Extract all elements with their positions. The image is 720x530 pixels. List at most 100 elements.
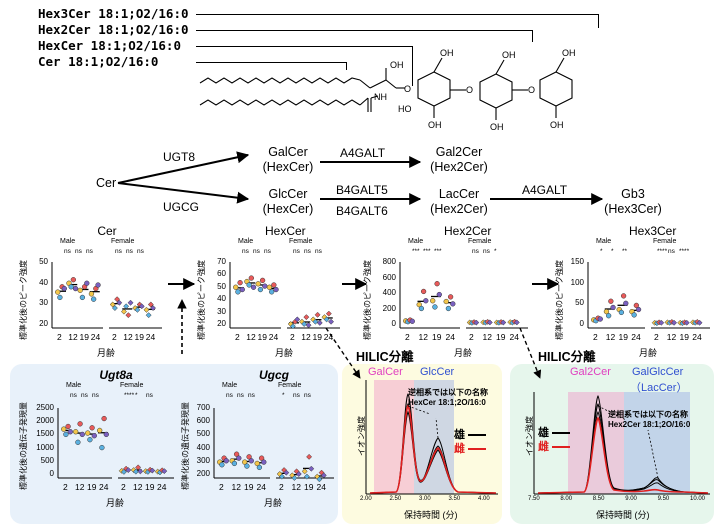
- plot-female-sig-ugcg-2: ns: [304, 392, 311, 399]
- plot-point-ugt8a-female-0-3: [125, 467, 132, 473]
- node-gb3-label: Gb3: [621, 187, 645, 201]
- plot-point-ugcg-female-3-3: [320, 472, 327, 479]
- plot-point-ugt8a-male-0-0: [61, 426, 67, 432]
- plot-point-ugcg-male-1-2: [233, 451, 240, 457]
- plot-point-cer-female-2-3: [138, 303, 145, 310]
- plot-point-hexcer-male-0-2: [237, 280, 243, 286]
- pathway-arrows: [117, 151, 604, 205]
- plot-point-hex3cer-male-2-3: [623, 300, 629, 306]
- plot-point-ugt8a-female-3-3: [161, 468, 168, 475]
- chrom2-note-line1: 逆相系では以下の名称: [608, 410, 688, 419]
- plot-point-ugt8a-male-0-2: [65, 423, 71, 430]
- chrom1-xtick-0: 2.00: [360, 496, 372, 502]
- plot-ytick-ugcg-1: 600: [196, 416, 210, 426]
- plot-point-ugcg-male-3-2: [258, 455, 265, 461]
- plot-ytick-ugcg-3: 400: [196, 442, 210, 452]
- plot-xtick-cer-1-1: 12: [123, 332, 133, 342]
- plot-point-cer-male-0-3: [61, 285, 67, 292]
- plot-point-hexcer-female-0-1: [289, 323, 296, 330]
- structure-oh-label-3: OH: [502, 50, 516, 60]
- gene-expression-panel: [10, 364, 338, 524]
- chrom2-legend-male-line: [552, 432, 571, 435]
- plot-xlabel-cer: 月齢: [97, 348, 116, 358]
- plot-point-hex3cer-male-2-1: [618, 309, 625, 316]
- plot-male-sig-hex3cer-2: **: [622, 248, 628, 255]
- enzyme-ugt8: UGT8: [163, 150, 196, 164]
- plot-title-hex3cer: Hex3Cer: [629, 224, 677, 238]
- plot-xtick-hex2cer-0-2: 19: [432, 332, 442, 342]
- plot-point-hexcer-male-3-3: [273, 286, 279, 293]
- chrom1-xtick-1: 2.50: [389, 496, 402, 502]
- chrom2-xlabel: 保持時間 (分): [596, 510, 650, 520]
- plot-point-ugcg-female-3-1: [316, 476, 323, 483]
- plot-ytick-hexcer-1: 60: [217, 269, 226, 279]
- plot-female-sig-ugcg-0: *: [282, 392, 285, 399]
- chrom1-legend-male-label: 雄: [454, 429, 465, 441]
- chrom2-xtick-0: 7.50: [528, 496, 540, 502]
- plot-point-cer-female-0-1: [111, 305, 118, 312]
- enzyme-ugcg: UGCG: [163, 200, 199, 214]
- plot-female-sig-ugt8a-2: ns: [146, 392, 153, 399]
- plot-point-ugt8a-male-0-3: [67, 429, 73, 435]
- plot-male-label-ugcg: Male: [222, 382, 238, 389]
- plot-xtick-ugt8a-1-1: 12: [133, 482, 143, 492]
- plot-point-hex3cer-female-3-3: [696, 319, 703, 326]
- glycosphingolipid-structure: OH NH O O O OH OH OH HO OH OH OH: [199, 48, 576, 132]
- plot-svg-hex3cer: [587, 262, 710, 329]
- node-gb3: Gb3 (Hex3Cer): [600, 187, 666, 217]
- plot-point-cer-male-3-3: [95, 282, 101, 288]
- plot-male-label-hexcer: Male: [238, 238, 254, 245]
- plot-point-ugt8a-female-1-1: [132, 468, 139, 475]
- plot-point-hex3cer-male-1-1: [606, 313, 612, 319]
- plot-xtick-hex3cer-0-1: 12: [605, 332, 616, 342]
- plot-male-sig-hexcer-2: ns: [264, 248, 271, 255]
- plot-ytick-hexcer-4: 30: [217, 306, 226, 316]
- plot-point-ugcg-male-2-2: [246, 454, 252, 460]
- plot-point-cer-female-1-1: [123, 303, 130, 310]
- plot-male-sig-hexcer-0: ns: [242, 248, 249, 255]
- plot-male-sig-hex2cer-0: ***: [412, 248, 420, 255]
- plot-xtick-hex2cer-1-1: 12: [482, 332, 492, 342]
- plot-xtick-cer-0-0: 2: [57, 332, 62, 342]
- plot-xtick-ugcg-0-1: 12: [231, 482, 241, 492]
- plot-svg-ugcg: [213, 408, 334, 483]
- plot-point-cer-male-2-0: [77, 287, 83, 293]
- chrom1-galcer-band: [374, 380, 414, 494]
- chrom2-xtick-4: 9.50: [657, 496, 670, 502]
- chrom2-galglccer-band: [624, 392, 690, 494]
- plot-point-ugt8a-female-1-3: [137, 468, 144, 475]
- structure-oh-label-6: OH: [490, 122, 504, 132]
- plot-female-sig-ugcg-1: ns: [293, 392, 300, 399]
- plot-xtick-hex3cer-1-1: 12: [666, 332, 677, 342]
- chromatogram-2: Gal2Cer GalGlcCer （LacCer） イオン強度 雄 雌 逆相系…: [510, 364, 714, 524]
- plot-xtick-cer-1-2: 19: [134, 332, 144, 342]
- structure-oh-label-7: OH: [550, 120, 564, 130]
- plot-xtick-hex3cer-1-3: 24: [692, 332, 702, 342]
- plot-title-hexcer: HexCer: [265, 224, 306, 238]
- plot-xtick-ugcg-0-2: 19: [244, 482, 254, 492]
- plot-point-hexcer-female-3-1: [323, 316, 330, 323]
- plot-point-ugt8a-male-3-2: [101, 415, 107, 422]
- plot-xtick-hex3cer-1-0: 2: [654, 332, 659, 342]
- plot-point-cer-female-0-3: [116, 299, 123, 306]
- plot-male-sig-hex3cer-0: *: [600, 248, 603, 255]
- plot-point-ugcg-male-0-1: [219, 462, 225, 468]
- plot-female-label-hex2cer: Female: [468, 238, 492, 245]
- chrom1-note-line1: 逆相系では以下の名称: [408, 388, 488, 397]
- plot-xtick-cer-1-0: 2: [112, 332, 117, 342]
- structure-oh-label-4: OH: [562, 48, 576, 58]
- plot-point-hex2cer-male-3-3: [450, 301, 456, 307]
- plot-xtick-cer-0-1: 12: [68, 332, 78, 342]
- plot-point-hex3cer-male-3-2: [633, 302, 639, 309]
- lipid-label-hex3cer: Hex3Cer 18:1;O2/16:0: [38, 6, 189, 21]
- plot-ytick-cer-3: 20: [39, 319, 48, 328]
- plot-point-ugcg-male-2-1: [244, 463, 250, 469]
- plot-xtick-hexcer-1-2: 19: [312, 332, 322, 342]
- structure-ho-label: HO: [398, 104, 412, 114]
- chrom2-peak-laccer: （LacCer）: [630, 382, 688, 394]
- node-gal2cer-sub: (Hex2Cer): [430, 160, 488, 174]
- plot-point-hexcer-female-0-3: [294, 316, 301, 323]
- bracket-hexcer: [196, 46, 412, 47]
